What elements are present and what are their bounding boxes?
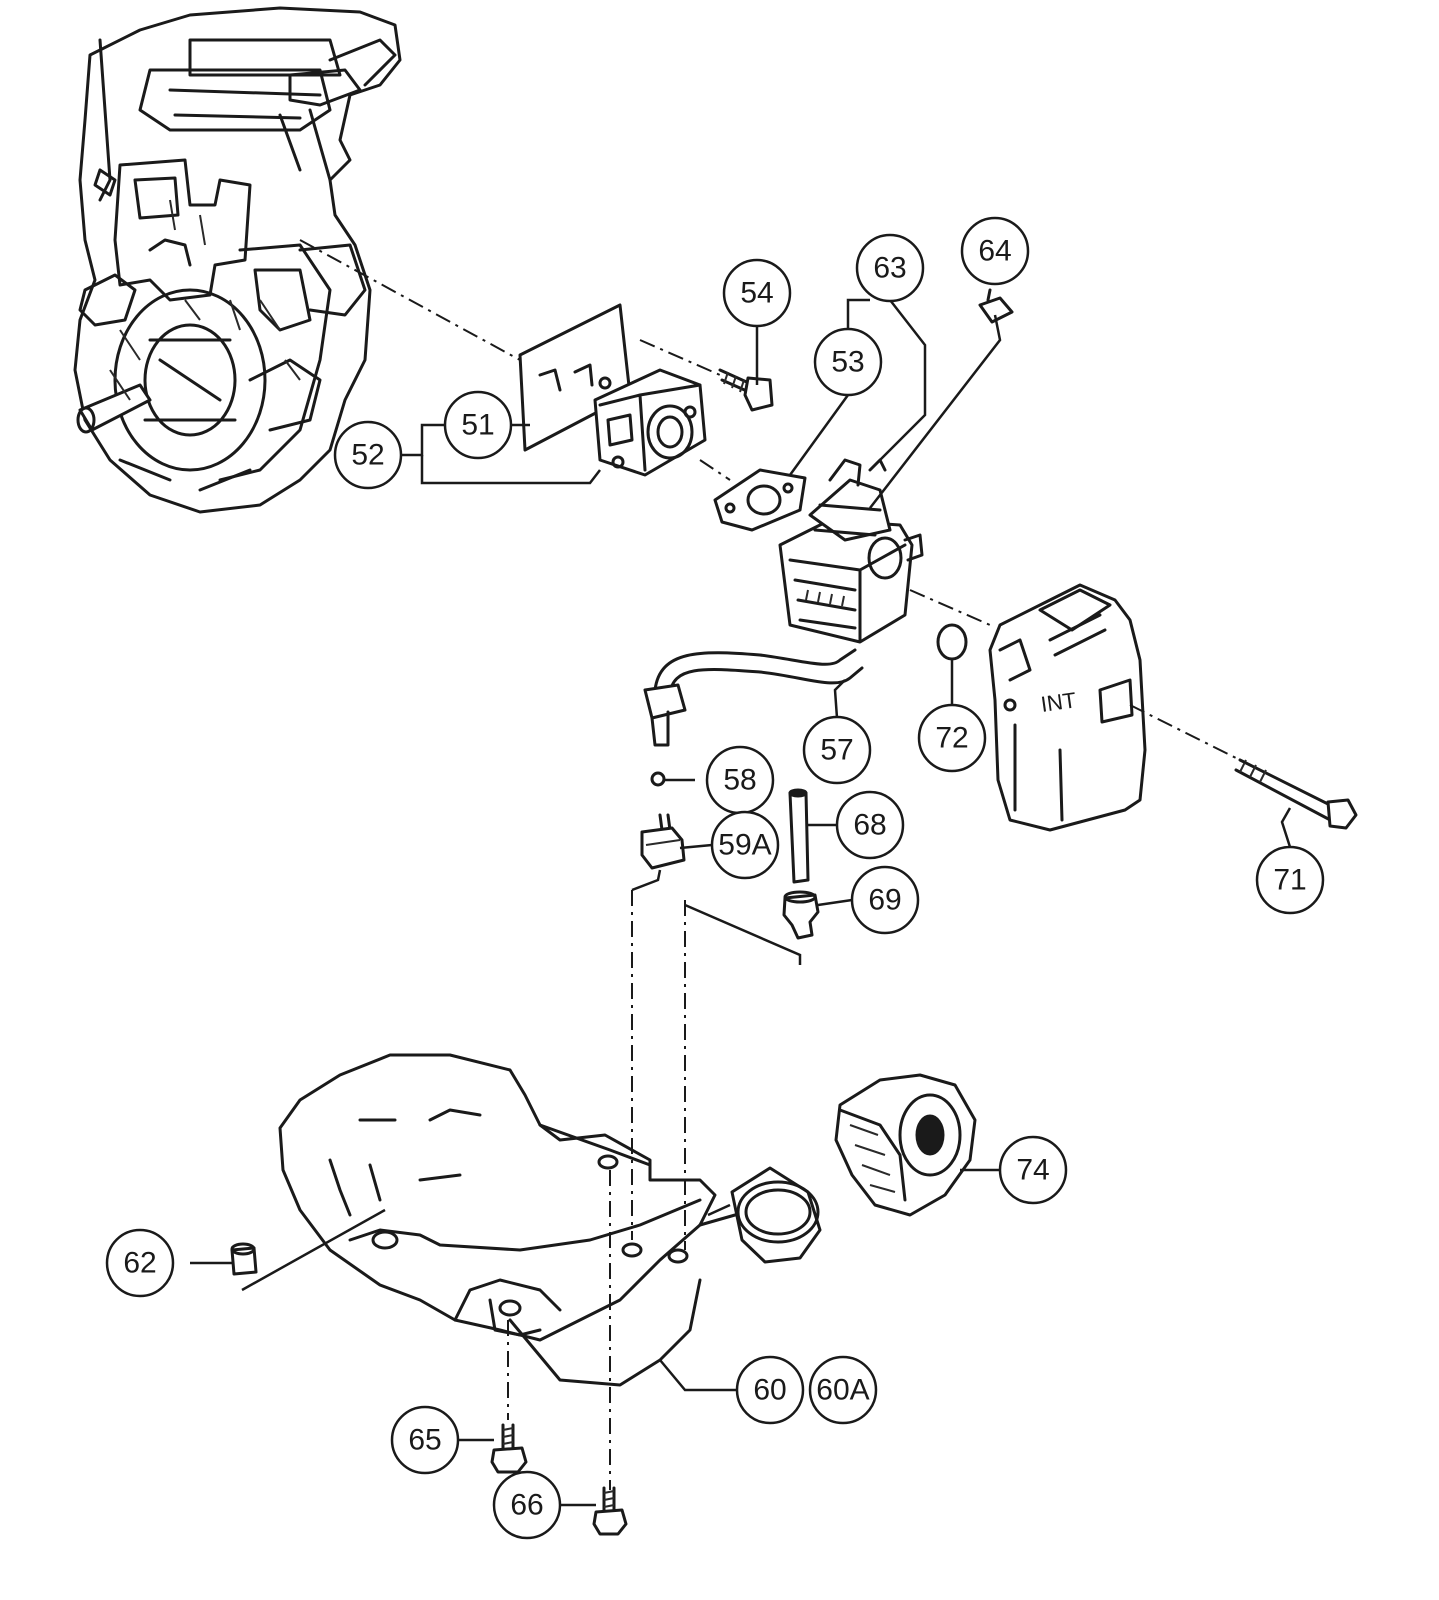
air-filter-cover: INT <box>988 583 1147 832</box>
callout-label-54: 54 <box>740 277 773 310</box>
callout-label-69: 69 <box>868 884 901 917</box>
callout-label-71: 71 <box>1273 864 1306 897</box>
fuel-filter <box>640 813 686 870</box>
callout-57: 57 <box>802 715 872 785</box>
callout-74: 74 <box>998 1135 1068 1205</box>
callout-68: 68 <box>835 790 905 860</box>
callout-label-63: 63 <box>873 252 906 285</box>
callout-label-57: 57 <box>820 734 853 767</box>
callout-label-72: 72 <box>935 722 968 755</box>
callout-69: 69 <box>850 865 920 935</box>
callout-label-66: 66 <box>510 1489 543 1522</box>
callout-label-62: 62 <box>123 1247 156 1280</box>
callout-label-52: 52 <box>351 439 384 472</box>
callout-label-59a: 59A <box>718 829 771 862</box>
callout-62: 62 <box>105 1228 175 1298</box>
leader-lines <box>190 298 1292 1507</box>
carburetor-mounting-bolt <box>718 368 774 412</box>
callout-60a: 60A <box>808 1355 878 1425</box>
collar-62 <box>230 1242 258 1276</box>
callout-52: 52 <box>333 420 403 490</box>
carburetor-gasket <box>713 468 807 532</box>
callout-label-53: 53 <box>831 346 864 379</box>
callout-label-64: 64 <box>978 235 1011 268</box>
fuel-tank-cap <box>834 1073 977 1217</box>
callout-58: 58 <box>705 745 775 815</box>
assembly-lines <box>241 239 1251 1490</box>
tank-grommet <box>782 890 820 940</box>
engine-assembly <box>73 6 402 514</box>
callout-63: 63 <box>855 233 925 303</box>
o-ring-air-filter <box>936 623 968 661</box>
tank-bolt-65 <box>490 1423 528 1474</box>
breather-tube <box>788 788 810 884</box>
callout-60: 60 <box>735 1355 805 1425</box>
callout-66: 66 <box>492 1470 562 1540</box>
callout-72: 72 <box>917 703 987 773</box>
throttle-cable-clip <box>978 288 1014 324</box>
callout-label-65: 65 <box>408 1424 441 1457</box>
air-filter-cover-bolt <box>1234 758 1358 830</box>
fuel-tank <box>278 1053 822 1387</box>
callout-label-60a: 60A <box>816 1374 869 1407</box>
callout-label-74: 74 <box>1016 1154 1049 1187</box>
callout-71: 71 <box>1255 845 1325 915</box>
tank-bolt-66 <box>592 1486 628 1536</box>
carburetor-insulator-block <box>593 368 707 477</box>
callout-64: 64 <box>960 216 1030 286</box>
callout-label-58: 58 <box>723 764 756 797</box>
callout-54: 54 <box>722 258 792 328</box>
air-filter-cover-mark: INT <box>1039 687 1078 717</box>
callout-51: 51 <box>443 390 513 460</box>
callout-label-60: 60 <box>753 1374 786 1407</box>
callout-label-51: 51 <box>461 409 494 442</box>
callout-59a: 59A <box>710 810 780 880</box>
fuel-line <box>643 648 864 747</box>
callout-65: 65 <box>390 1405 460 1475</box>
callout-53: 53 <box>813 327 883 397</box>
o-ring-small <box>650 771 666 787</box>
carburetor <box>778 458 924 644</box>
callout-label-68: 68 <box>853 809 886 842</box>
